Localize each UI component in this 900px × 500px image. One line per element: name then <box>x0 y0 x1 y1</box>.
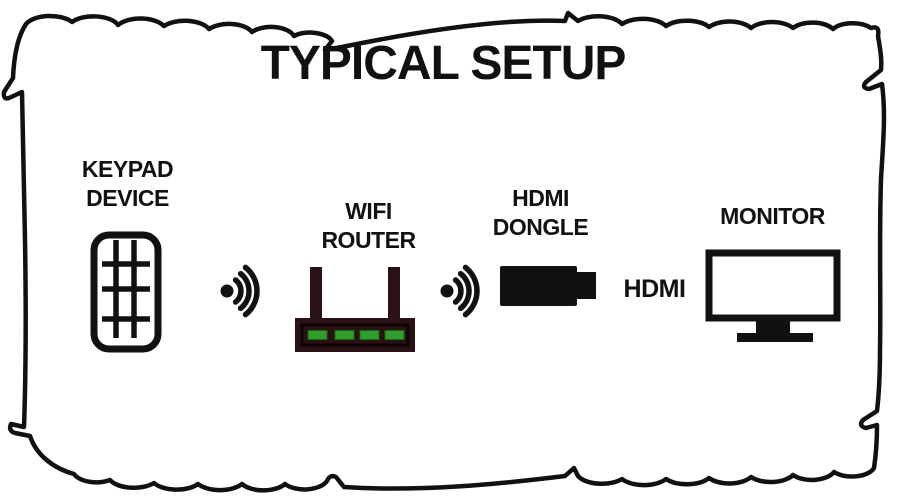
monitor-stand-base <box>737 333 813 342</box>
router-led-strip <box>300 323 410 347</box>
keypad-body <box>90 231 162 353</box>
monitor-icon <box>705 249 841 342</box>
frame-border-path <box>1 10 887 493</box>
wifi-waves <box>452 264 480 318</box>
page-title: TYPICAL SETUP <box>260 37 627 90</box>
router-antenna-right <box>388 267 400 323</box>
wifi-signal-icon <box>440 264 480 318</box>
wifi-signal-icon <box>220 264 260 318</box>
keypad-device-label: KEYPAD DEVICE <box>81 156 174 211</box>
dongle-body <box>500 266 577 306</box>
wifi-router-label: WIFI ROUTER <box>321 198 416 253</box>
monitor-stand-neck <box>756 318 790 333</box>
hdmi-dongle-label: HDMI DONGLE <box>492 185 589 240</box>
wifi-dot <box>440 284 454 298</box>
dongle-connector <box>577 272 596 299</box>
router-leds <box>307 330 405 340</box>
monitor-screen <box>705 249 841 322</box>
wifi-router-icon <box>295 267 415 352</box>
hdmi-connection-label: HDMI <box>623 275 686 303</box>
wifi-waves <box>232 264 260 318</box>
wifi-dot <box>220 284 234 298</box>
keypad-grid <box>102 240 150 338</box>
keypad-device-icon <box>90 231 162 353</box>
router-antenna-left <box>310 267 322 323</box>
hdmi-dongle-icon <box>500 266 596 306</box>
monitor-label: MONITOR <box>720 203 825 229</box>
